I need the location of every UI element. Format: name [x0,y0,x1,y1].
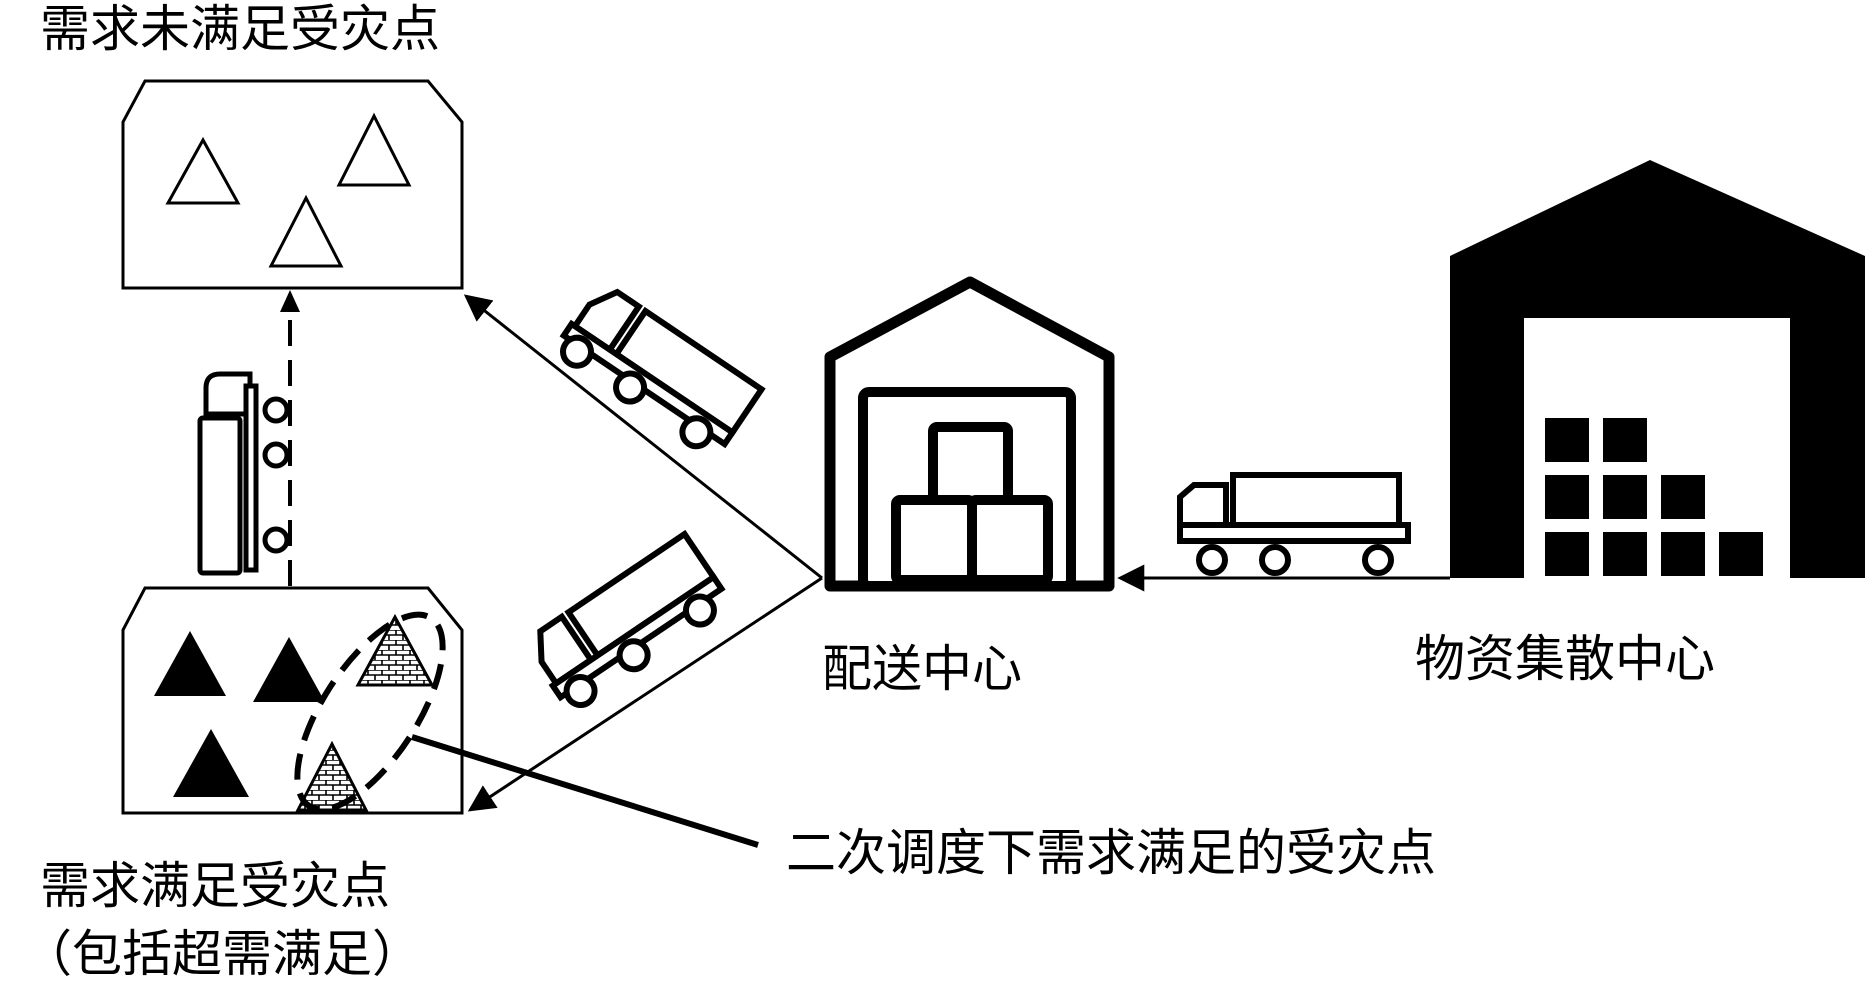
unmet-demand-zone [121,79,464,290]
met-disaster-point-icon [154,631,226,696]
distribution-center-label: 配送中心 [822,640,1022,698]
met-disaster-point-icon [173,729,249,797]
met-zone-subtitle: （包括超需满足） [22,925,422,983]
arrowhead-icon [280,290,300,312]
unmet-disaster-point-icon [336,112,412,187]
secondary-dispatch-label: 二次调度下需求满足的受灾点 [786,824,1436,882]
truck-icon-lower [537,529,726,709]
warehouse-icon [1450,160,1865,578]
truck-icon-horizontal [1177,472,1411,576]
collection-center-label: 物资集散中心 [1415,630,1715,688]
dispatch-arrow-to-unmet [463,294,823,580]
unmet-disaster-point-icon [268,194,344,268]
met-disaster-point-icon [253,637,325,702]
secondary-dispatch-point-icon [355,613,435,687]
truck-icon-upper [559,288,766,450]
distribution-center-building-icon [824,276,1115,592]
unmet-disaster-point-icon [165,136,241,205]
callout-line [411,734,759,848]
secondary-dispatch-group-outline [294,611,446,813]
unmet-zone-title: 需求未满足受灾点 [40,0,440,58]
met-zone-title: 需求满足受灾点 [40,857,390,915]
secondary-dispatch-point-icon [295,740,369,812]
truck-icon-vertical [197,371,290,576]
met-demand-zone [121,586,464,815]
